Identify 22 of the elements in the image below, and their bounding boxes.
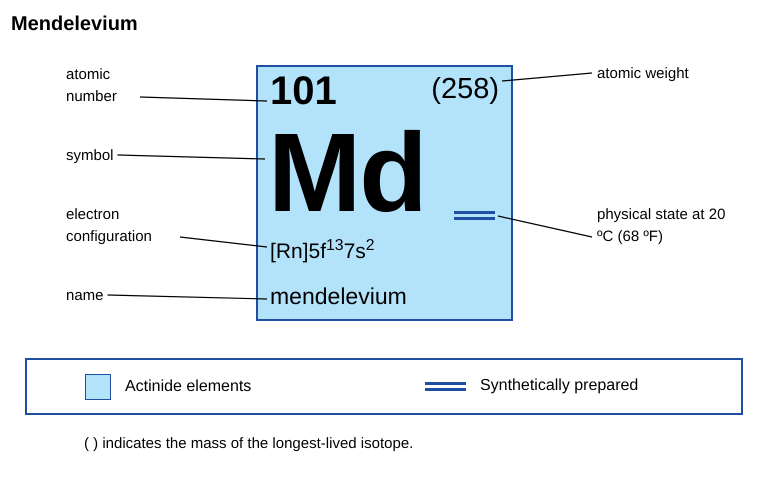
atomic-weight: (258) xyxy=(431,75,499,104)
annotation-label: name xyxy=(66,286,104,306)
legend-label: Synthetically prepared xyxy=(480,376,638,396)
leader-line xyxy=(108,294,268,300)
annotation-label: physical state at 20 ºC (68 ºF) xyxy=(597,204,729,248)
legend-label: Actinide elements xyxy=(125,377,252,397)
leader-line xyxy=(502,72,592,82)
atomic-number: 101 xyxy=(270,71,337,111)
annotation-label: symbol xyxy=(66,146,114,166)
electron-configuration: [Rn]5f$^{13}$7s$^{2}$ xyxy=(270,241,375,262)
element-tile xyxy=(256,65,513,321)
footnote: ( ) indicates the mass of the longest-lived isotope. xyxy=(84,434,414,454)
element-symbol: Md xyxy=(268,117,426,229)
element-name: mendelevium xyxy=(270,285,407,308)
annotation-label: atomic number xyxy=(66,64,136,108)
leader-line xyxy=(180,236,268,248)
annotation-label: electron configuration xyxy=(66,204,176,248)
annotation-label: atomic weight xyxy=(597,64,689,84)
double-bar-icon xyxy=(454,211,495,220)
diagram-title: Mendelevium xyxy=(11,12,138,37)
leader-line xyxy=(140,96,268,102)
leader-line xyxy=(118,154,266,160)
